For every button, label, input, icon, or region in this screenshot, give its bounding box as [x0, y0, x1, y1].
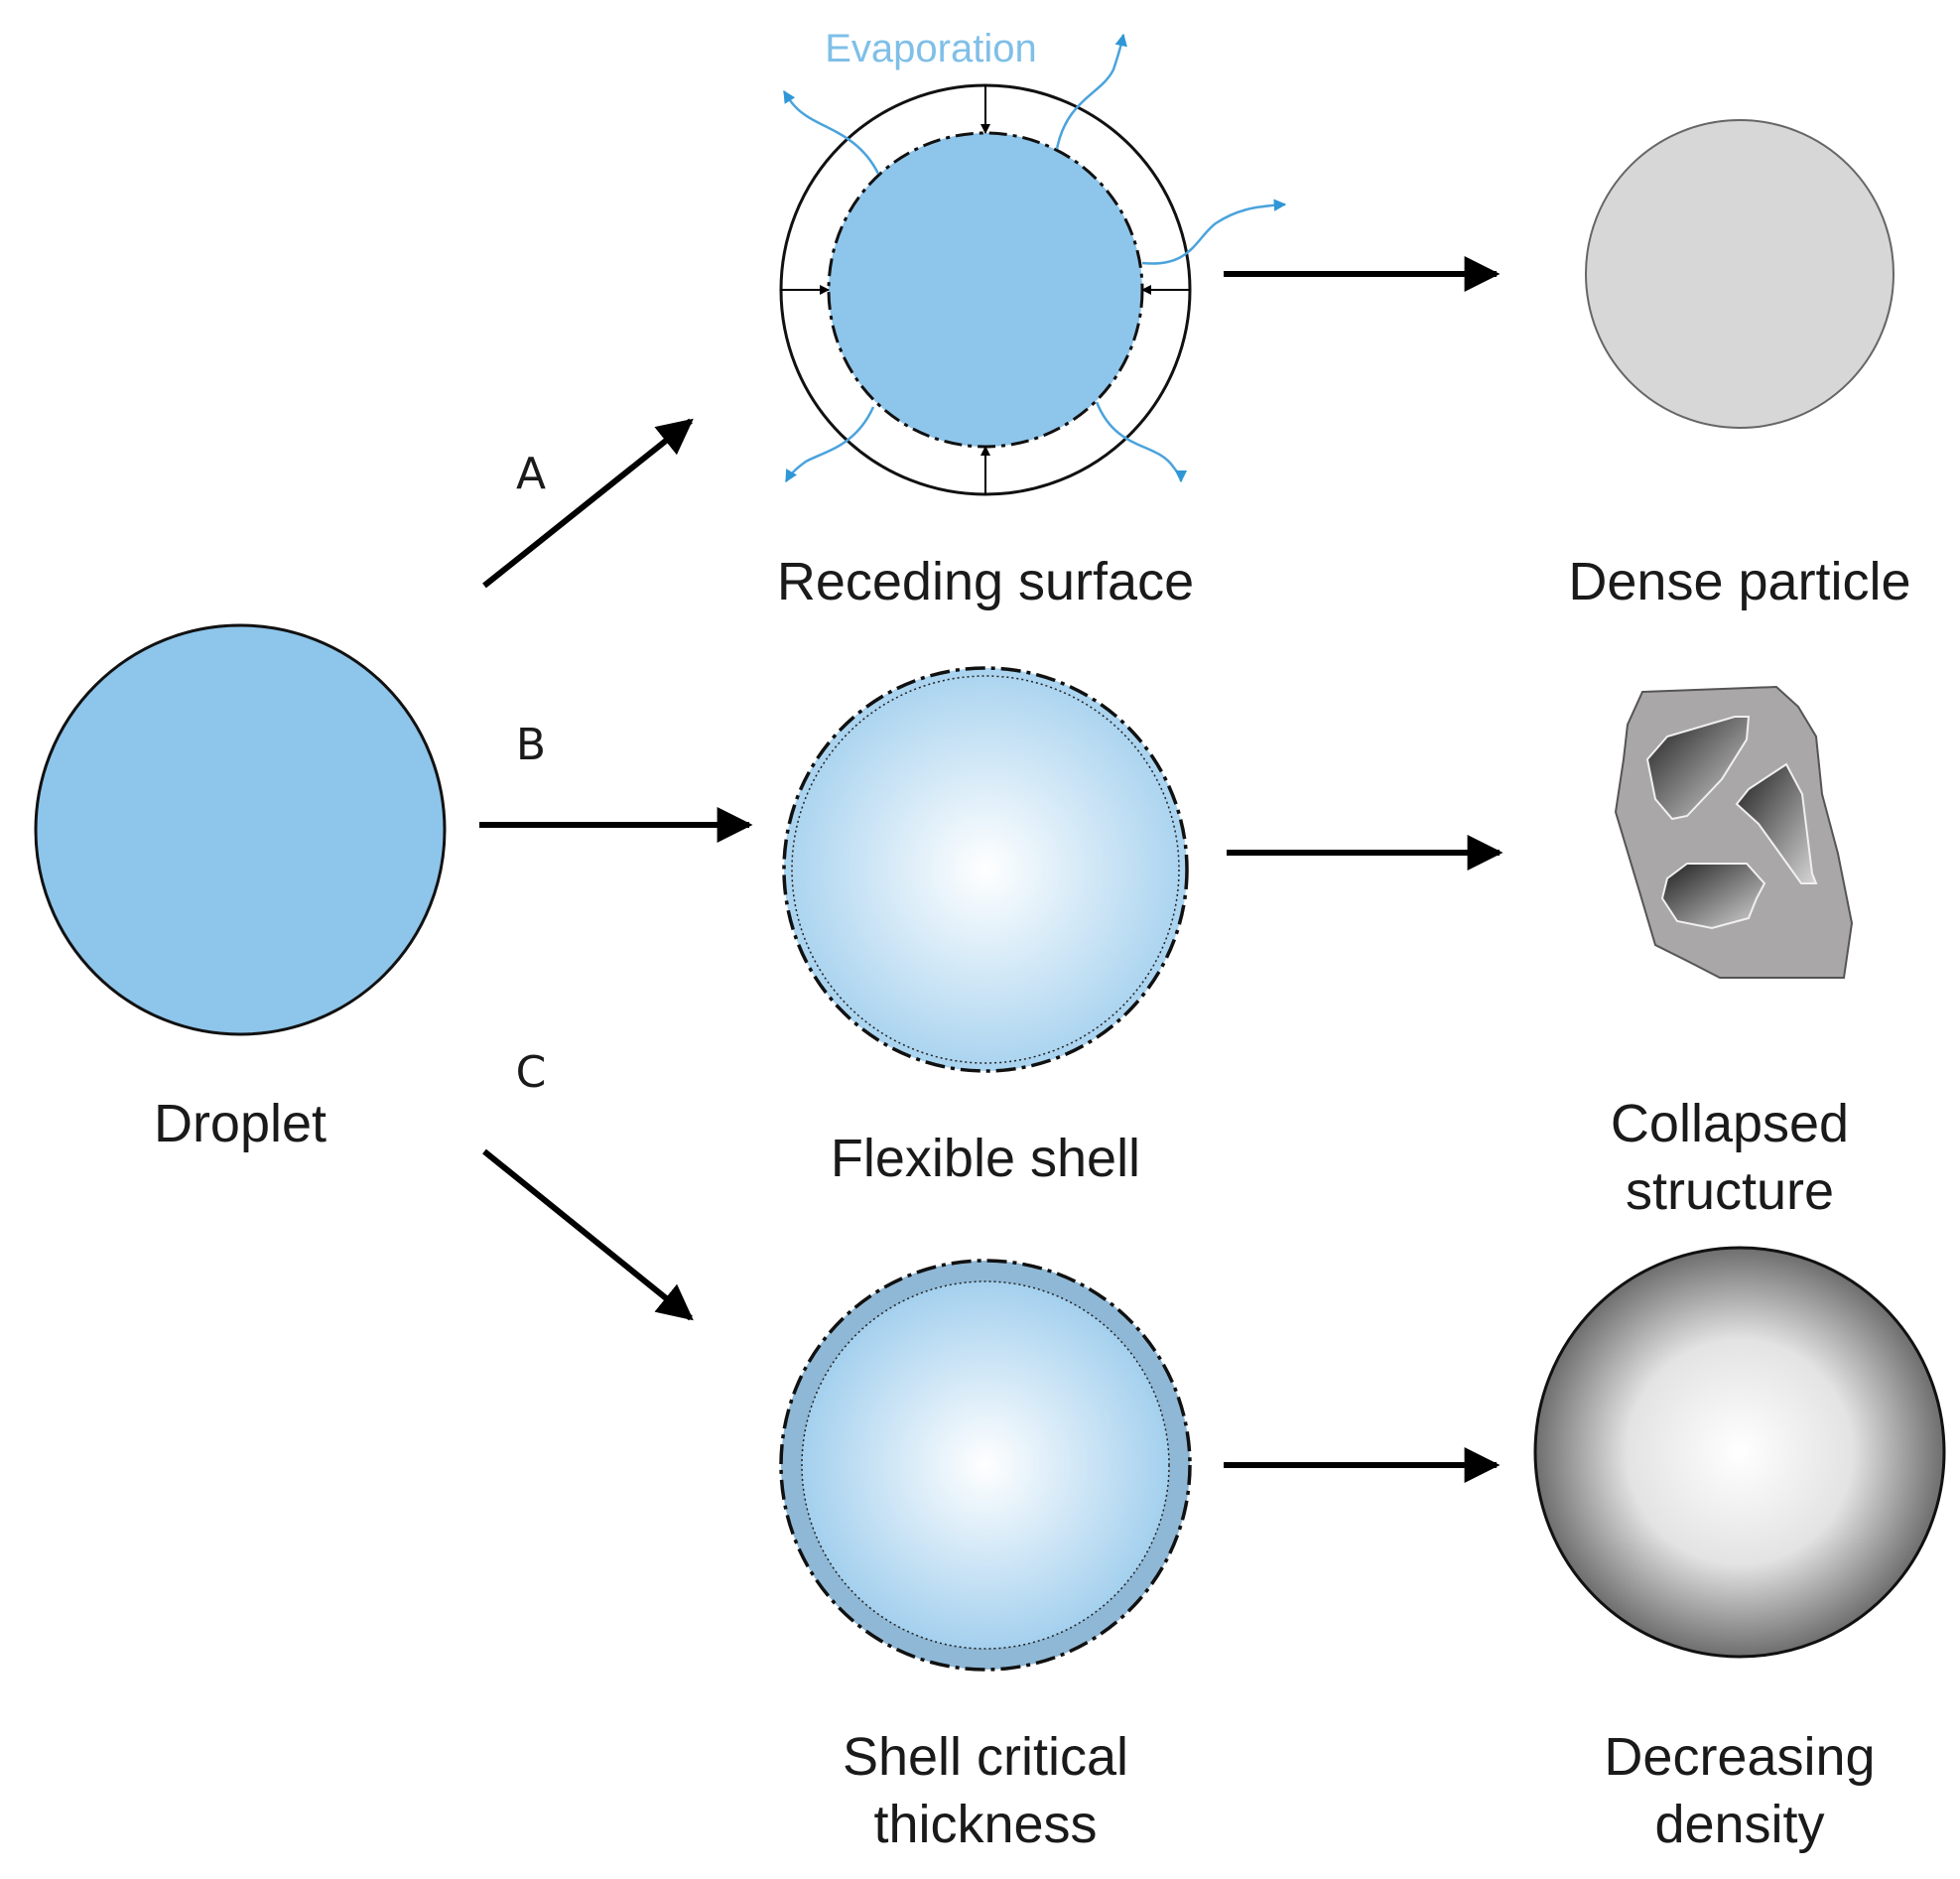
path-c-label: C: [516, 1047, 547, 1098]
path-a-label: A: [516, 449, 546, 499]
shell-critical-thickness-label-line1: Shell critical: [843, 1727, 1128, 1787]
flexible-shell-label: Flexible shell: [831, 1129, 1140, 1188]
path-c-arrow: [482, 1148, 694, 1321]
evaporation-label: Evaporation: [825, 27, 1036, 70]
dense-particle-label: Dense particle: [1568, 552, 1910, 611]
shell-critical-thickness-label-line2: thickness: [873, 1795, 1097, 1854]
shell-critical-thickness-figure: [779, 1259, 1192, 1672]
receding-surface-figure: [779, 33, 1287, 496]
dense-particle-circle: [1585, 119, 1895, 429]
droplet-label: Droplet: [154, 1094, 327, 1153]
flexible-shell-figure: [782, 666, 1189, 1073]
receding-surface-label: Receding surface: [777, 552, 1194, 611]
decreasing-density-circle: [1533, 1246, 1946, 1659]
collapsed-structure-label-line1: Collapsed: [1611, 1094, 1849, 1153]
decreasing-density-label-line2: density: [1654, 1795, 1824, 1854]
collapsed-structure-figure: [1614, 685, 1854, 979]
path-a-arrow: [482, 418, 694, 589]
path-b-label: B: [516, 720, 546, 770]
collapsed-structure-label-line2: structure: [1626, 1161, 1834, 1221]
droplet-circle: [34, 623, 447, 1036]
decreasing-density-label-line1: Decreasing: [1604, 1727, 1875, 1787]
